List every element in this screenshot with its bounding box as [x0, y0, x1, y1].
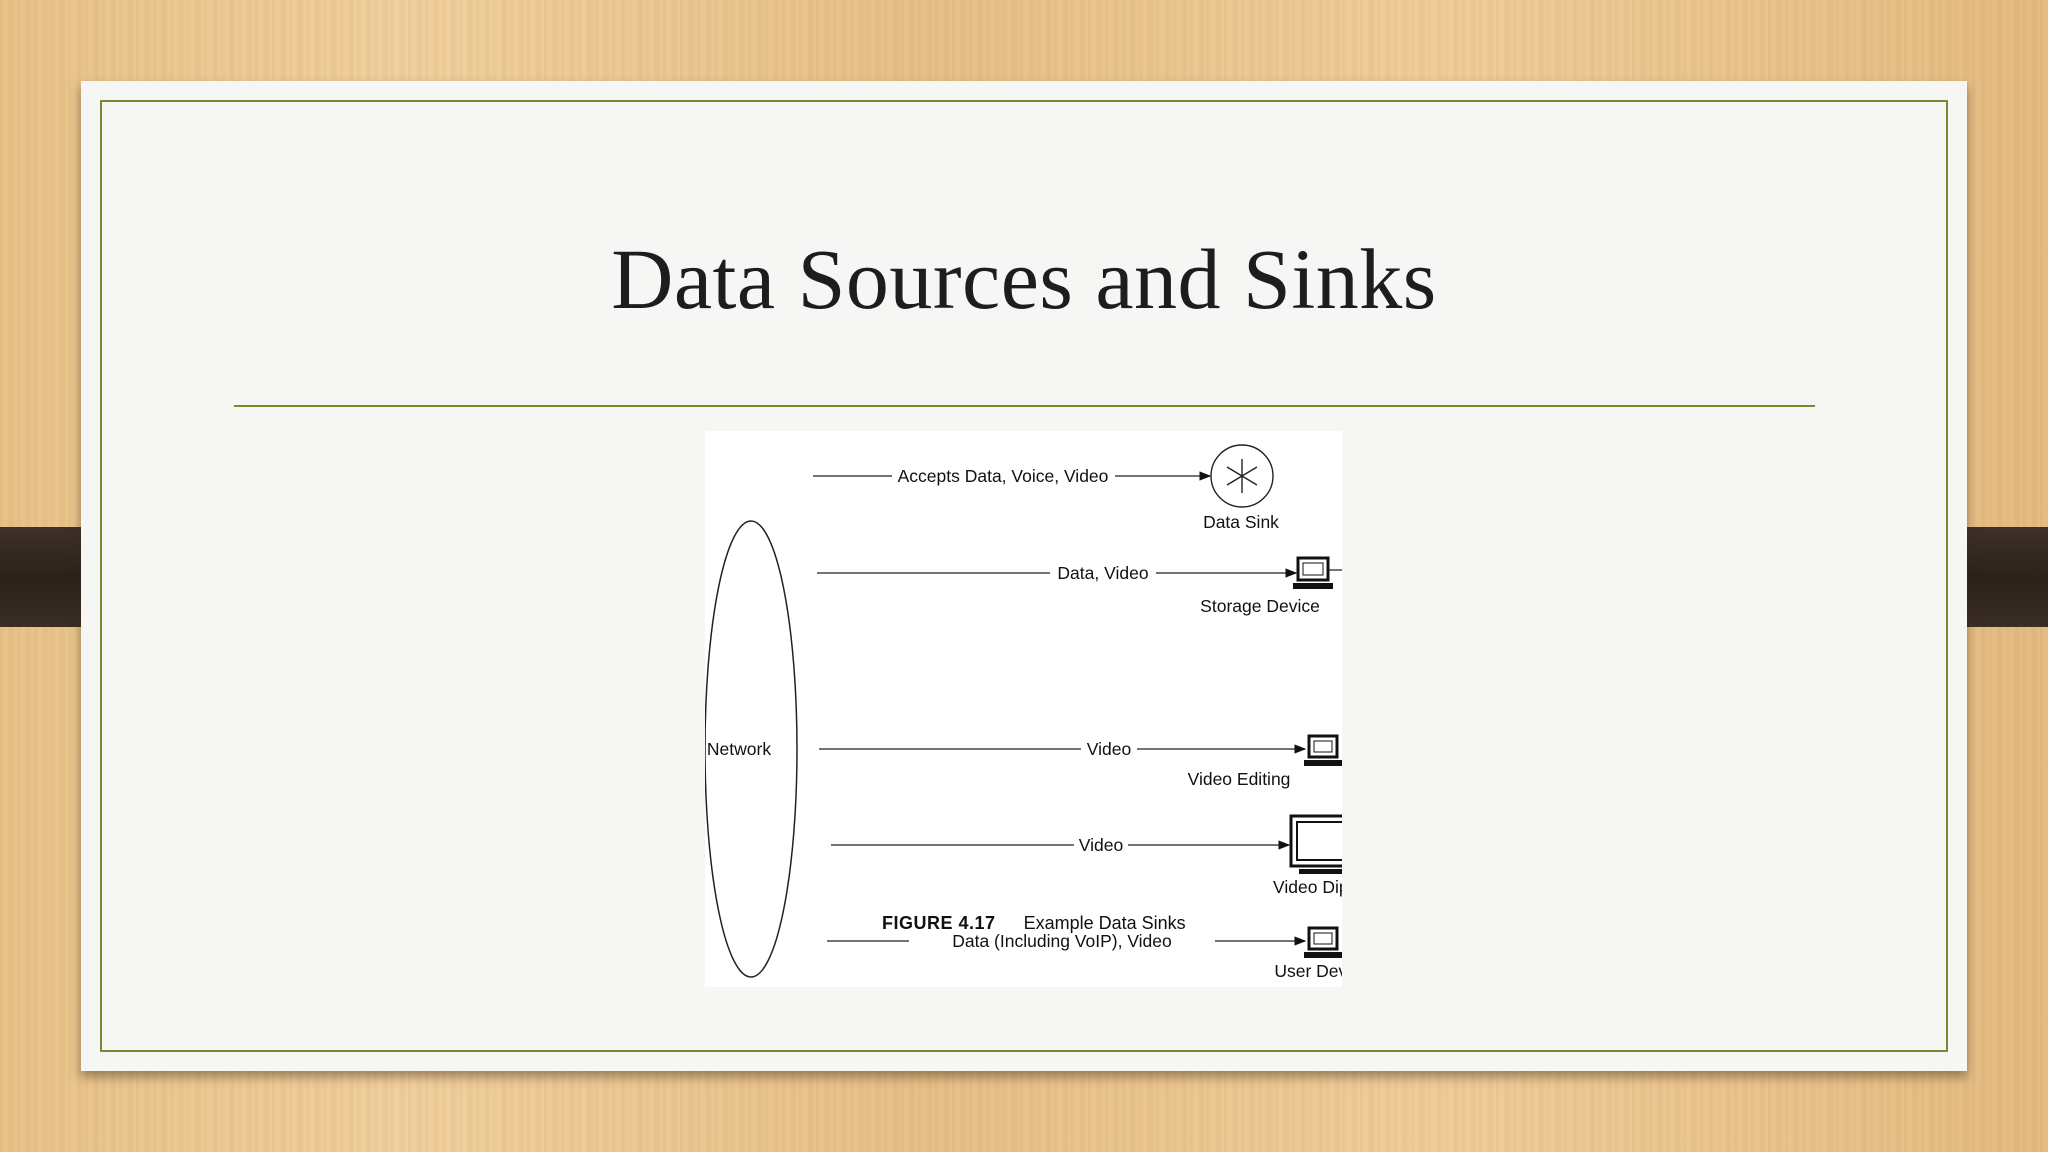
- link-row-data-sink: Accepts Data, Voice, Video Data Sink: [813, 444, 1279, 532]
- slide-title: Data Sources and Sinks: [611, 231, 1437, 327]
- network-ellipse: [705, 520, 798, 978]
- computer-storage-icon: [1293, 556, 1342, 589]
- link-label: Accepts Data, Voice, Video: [898, 466, 1109, 486]
- computer-icon: [1304, 926, 1342, 958]
- figure-image: Network Accepts Data, Voice, Video Data …: [705, 431, 1342, 987]
- device-label: Video Editing: [1188, 769, 1291, 789]
- slide-border: [100, 100, 1948, 1052]
- link-row-storage-device: Data, Video Storage Device: [817, 556, 1342, 616]
- data-sinks-diagram: Network Accepts Data, Voice, Video Data …: [705, 444, 1342, 981]
- device-label: Data Sink: [1203, 512, 1279, 532]
- link-label: Video: [1087, 739, 1131, 759]
- figure-caption-label: FIGURE 4.17: [882, 913, 996, 933]
- title-divider: [234, 405, 1815, 407]
- computer-icon: [1304, 734, 1342, 766]
- slide: Data Sources and Sinks Network Accepts D…: [81, 81, 1967, 1071]
- monitor-icon: [1289, 814, 1342, 874]
- device-label: Video Diplay: [1273, 877, 1342, 897]
- link-row-video-display: Video Video Diplay: [831, 814, 1342, 897]
- link-label: Data, Video: [1057, 563, 1148, 583]
- asterisk-circle-icon: [1210, 444, 1274, 508]
- link-row-video-editing: Video Video Editing: [819, 734, 1342, 789]
- device-label: Storage Device: [1200, 596, 1320, 616]
- link-row-user-device: Data (Including VoIP), Video User Device: [827, 926, 1342, 981]
- figure-caption-text: Example Data Sinks: [1023, 913, 1186, 933]
- link-label: Data (Including VoIP), Video: [952, 931, 1172, 951]
- network-label: Network: [707, 739, 771, 759]
- link-label: Video: [1079, 835, 1123, 855]
- figure-caption: FIGURE 4.17 Example Data Sinks: [882, 913, 1186, 934]
- device-label: User Device: [1274, 961, 1342, 981]
